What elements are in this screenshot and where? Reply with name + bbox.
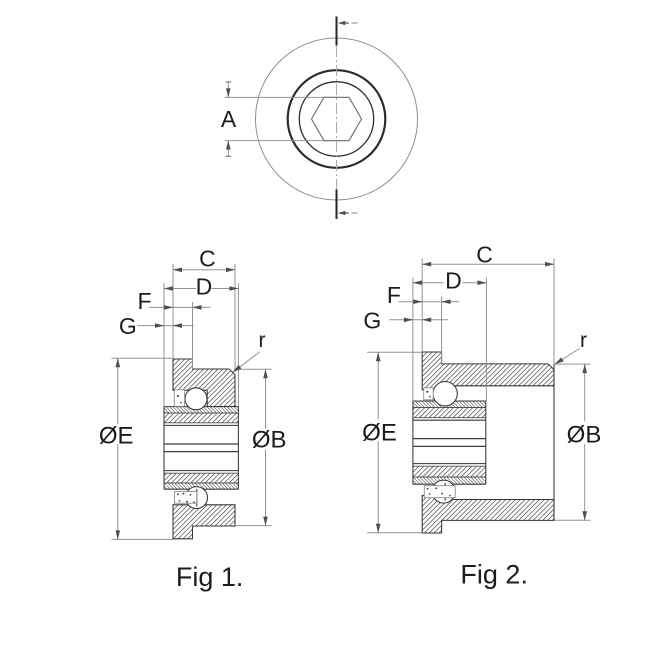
svg-text:C: C <box>476 241 493 267</box>
svg-text:ØE: ØE <box>362 420 397 447</box>
svg-text:G: G <box>119 313 137 339</box>
svg-text:F: F <box>387 282 401 308</box>
svg-text:Fig 1.: Fig 1. <box>176 562 244 592</box>
svg-text:Fig 2.: Fig 2. <box>460 559 528 589</box>
svg-text:ØB: ØB <box>252 426 287 453</box>
svg-text:A: A <box>221 106 237 132</box>
svg-text:G: G <box>363 307 381 333</box>
svg-text:ØE: ØE <box>99 422 134 449</box>
svg-text:ØB: ØB <box>567 422 602 449</box>
svg-text:C: C <box>199 246 216 272</box>
svg-text:F: F <box>137 288 151 314</box>
svg-text:r: r <box>259 329 266 352</box>
svg-text:D: D <box>445 267 462 293</box>
svg-text:r: r <box>580 329 587 352</box>
svg-text:D: D <box>196 273 213 299</box>
